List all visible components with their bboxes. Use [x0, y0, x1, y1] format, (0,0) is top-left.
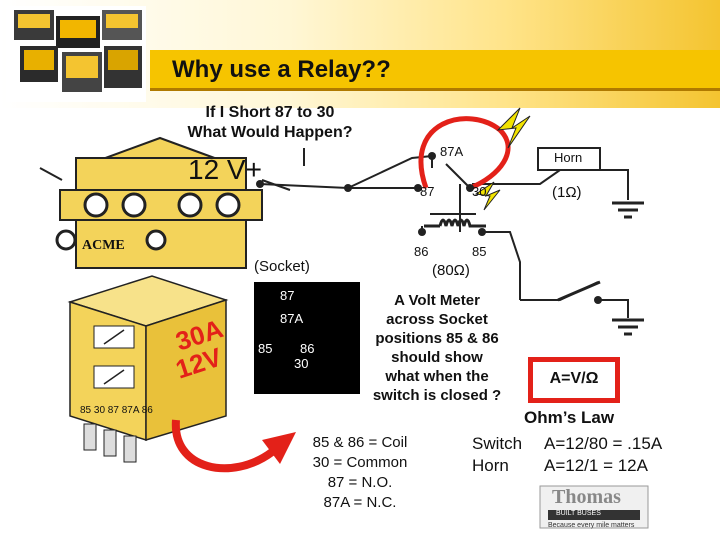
switch-blade: [557, 280, 601, 302]
question-line-2: What Would Happen?: [187, 124, 353, 141]
logo-sub: BUILT BUSES: [556, 510, 601, 517]
relay-coil: [424, 213, 486, 228]
socket-87a: 87A: [280, 311, 304, 326]
meter-question-5: what when the: [385, 368, 489, 385]
slide-title: Why use a Relay??: [172, 56, 391, 83]
relay-terminal-87a: 87A: [440, 144, 464, 159]
horn-label: Horn: [554, 150, 583, 165]
relay-terminal-86: 86: [414, 244, 429, 259]
legend-no: 87 = N.O.: [327, 474, 393, 491]
bus-photo-collage: [6, 6, 146, 102]
logo-name: Thomas: [552, 486, 621, 508]
logo-backdrop: [539, 485, 649, 529]
relay-pin-labels: 85 30 87 87A 86: [80, 405, 153, 416]
ohms-law-title: Ohm’s Law: [524, 408, 615, 427]
calc-horn-name: Horn: [472, 456, 509, 475]
calc-switch-value: A=12/80 = .15A: [544, 434, 663, 453]
meter-question-1: A Volt Meter: [394, 292, 480, 309]
legend-nc: 87A = N.C.: [323, 494, 397, 511]
relay-body: [67, 275, 229, 463]
socket-30: 30: [294, 356, 309, 371]
ohms-law-box: [528, 357, 620, 403]
meter-question-2: across Socket: [386, 311, 488, 328]
calc-switch-name: Switch: [472, 434, 523, 453]
arrow-head-icon: [262, 432, 296, 464]
socket-85: 85: [258, 341, 273, 356]
calc-horn-value: A=12/1 = 12A: [544, 456, 648, 475]
meter-question-4: should show: [391, 349, 483, 366]
title-bar: [150, 50, 720, 91]
terminal-dots: [256, 152, 602, 304]
socket-87: 87: [280, 288, 295, 303]
ground-symbol-switch: [612, 318, 644, 336]
short-loop: [418, 116, 511, 191]
spark-icon-small: [474, 181, 501, 211]
socket-label: (Socket): [254, 258, 310, 275]
voltage-label: 12 V+: [188, 154, 262, 185]
legend-common: 30 = Common: [312, 454, 408, 471]
relay-terminal-30: 30: [472, 184, 487, 199]
meter-question-3: positions 85 & 86: [375, 330, 499, 347]
meter-question-6: switch is closed ?: [372, 387, 502, 404]
ground-symbol-horn: [612, 201, 644, 219]
spark-icon: [496, 107, 531, 149]
curved-arrow: [171, 419, 275, 473]
horn-box: [537, 147, 601, 171]
acme-label: ACME: [82, 238, 125, 253]
ohms-law-formula: A=V/Ω: [549, 370, 599, 387]
logo-tagline: Because every mile matters: [548, 522, 635, 529]
relay-terminal-85: 85: [472, 244, 487, 259]
relay-terminal-87: 87: [420, 184, 435, 199]
legend-coil: 85 & 86 = Coil: [312, 434, 408, 451]
horn-resistance: (1Ω): [552, 184, 582, 201]
relay-contact-arm: [445, 163, 471, 189]
question-line-1: If I Short 87 to 30: [205, 104, 335, 121]
coil-resistance: (80Ω): [432, 262, 470, 279]
acme-switch: [39, 136, 291, 269]
relay-socket: [254, 282, 360, 394]
socket-86: 86: [300, 341, 315, 356]
